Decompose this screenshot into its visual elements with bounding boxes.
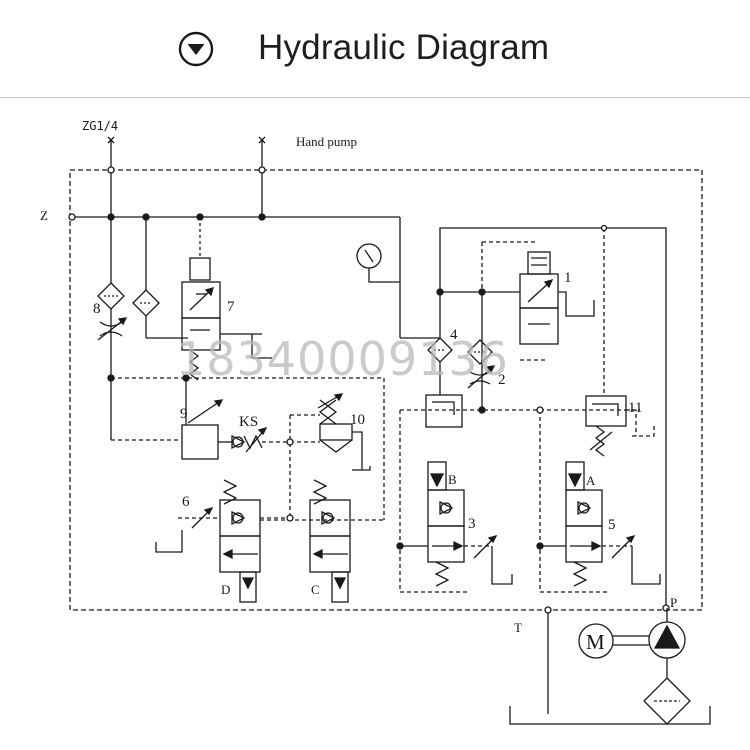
valve-11 [585, 395, 655, 457]
label-z: Z [40, 208, 48, 223]
label-10: 10 [350, 412, 365, 428]
valve-c [309, 479, 351, 603]
label-hand-pump: Hand pump [296, 134, 357, 149]
valve-4 [425, 337, 496, 428]
label-d: D [221, 582, 230, 597]
label-1: 1 [564, 270, 572, 286]
label-4: 4 [450, 327, 458, 343]
watermark: 18340009136 [176, 332, 509, 386]
pilot-line-left [111, 377, 385, 521]
label-7: 7 [227, 299, 235, 315]
label-a: A [586, 473, 596, 488]
page-title: Hydraulic Diagram [258, 28, 550, 67]
valve-10 [317, 393, 371, 471]
label-11: 11 [628, 400, 642, 416]
header: Hydraulic Diagram [0, 0, 750, 98]
supply-line-right [436, 224, 667, 608]
valve-7 [181, 217, 272, 382]
junction [107, 374, 115, 382]
label-5: 5 [608, 517, 616, 533]
label-2: 2 [498, 372, 506, 388]
label-3: 3 [468, 516, 476, 532]
power-unit [509, 604, 711, 725]
label-6: 6 [182, 494, 190, 510]
valve-1 [481, 241, 595, 361]
pressure-switch-9 [181, 378, 320, 460]
junction [536, 406, 544, 414]
junction [478, 406, 486, 414]
diagram-labels: ZG1/4 Hand pump Z T P M KS B A D C 1 2 3… [40, 119, 677, 654]
label-t: T [514, 620, 522, 635]
valve-6-d [155, 479, 294, 603]
boundary-frame [69, 169, 703, 611]
valve-3-b [396, 461, 513, 587]
pilot-line-right [399, 409, 640, 593]
pressure-gauge [356, 243, 400, 283]
label-c: C [311, 582, 320, 597]
label-9: 9 [180, 406, 188, 422]
label-p: P [670, 595, 677, 610]
label-zg: ZG1/4 [82, 119, 118, 133]
main-line [68, 136, 440, 339]
label-b: B [448, 472, 457, 487]
label-motor: M [586, 630, 605, 654]
chevron-down-circle-icon[interactable] [178, 31, 214, 67]
label-ks: KS [239, 414, 258, 430]
valve-5-a [536, 461, 661, 587]
label-8: 8 [93, 301, 101, 317]
header-divider [0, 97, 750, 98]
filter-8 [97, 217, 188, 440]
